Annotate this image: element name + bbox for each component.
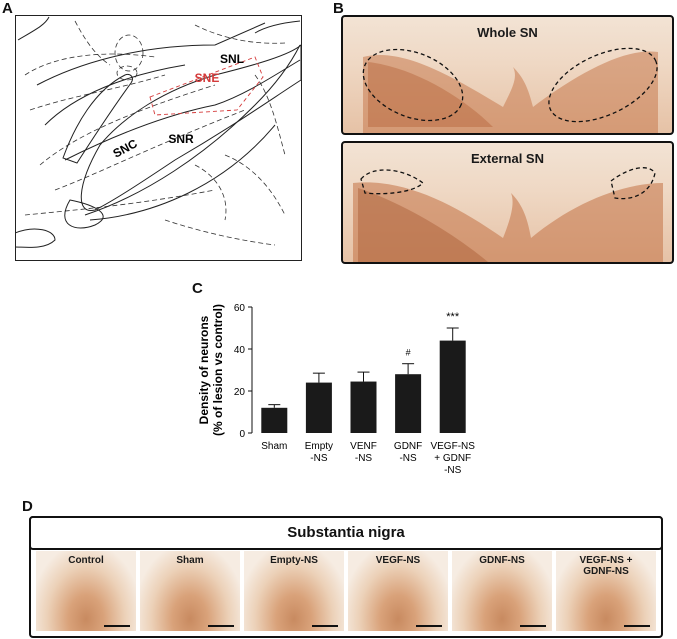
y-axis-label: (% of lesion vs control) <box>211 304 225 436</box>
scale-bar <box>624 625 650 627</box>
title-external-sn: External SN <box>471 151 544 166</box>
label-snr: SNR <box>168 132 194 146</box>
title-whole-sn: Whole SN <box>477 25 538 40</box>
y-tick-label: 40 <box>234 345 246 356</box>
panel-letter-c: C <box>192 280 203 297</box>
y-tick-label: 20 <box>234 387 246 398</box>
scale-bar <box>104 625 130 627</box>
significance-mark: *** <box>446 311 460 323</box>
x-tick-label: -NS <box>355 453 373 464</box>
scale-bar <box>416 625 442 627</box>
bar <box>395 374 422 433</box>
bar <box>305 382 332 433</box>
x-tick-label: Empty <box>305 441 333 452</box>
tile-empty-ns: Empty-NS <box>244 551 344 631</box>
scale-bar <box>208 625 234 627</box>
y-tick-label: 0 <box>239 429 245 440</box>
x-tick-label: -NS <box>310 453 328 464</box>
tile-sham: Sham <box>140 551 240 631</box>
x-tick-label: Sham <box>261 441 287 452</box>
atlas-diagram: SNL SNE SNC SNR <box>15 15 302 261</box>
bar <box>261 407 288 433</box>
x-tick-label: VEGF-NS <box>430 441 475 452</box>
tile-vegf-ns-gdnf-ns: VEGF-NS + GDNF-NS <box>556 551 656 631</box>
significance-mark: # <box>406 348 411 358</box>
x-tick-label: -NS <box>399 453 417 464</box>
bar <box>350 381 377 433</box>
tile-label: GDNF-NS <box>479 555 525 566</box>
panel-letter-d: D <box>22 498 33 515</box>
x-tick-label: -NS <box>444 465 462 476</box>
tile-control: Control <box>36 551 136 631</box>
tile-label: Sham <box>176 555 204 566</box>
tile-label: Control <box>68 555 104 566</box>
photo-external-sn: External SN <box>341 141 674 264</box>
label-sne: SNE <box>195 71 220 85</box>
bar <box>439 340 466 433</box>
tile-gdnf-ns: GDNF-NS <box>452 551 552 631</box>
x-tick-label: GDNF <box>394 441 422 452</box>
photo-whole-sn: Whole SN <box>341 15 674 135</box>
panel-letter-b: B <box>333 0 344 17</box>
tile-label: VEGF-NS + GDNF-NS <box>579 555 633 577</box>
panel-letter-a: A <box>2 0 13 17</box>
panel-d-title: Substantia nigra <box>29 516 663 550</box>
y-tick-label: 60 <box>234 303 246 314</box>
y-axis-label: Density of neurons <box>197 315 211 424</box>
scale-bar <box>312 625 338 627</box>
tile-vegf-ns: VEGF-NS <box>348 551 448 631</box>
scale-bar <box>520 625 546 627</box>
tile-label: VEGF-NS <box>375 555 421 566</box>
tile-label: Empty-NS <box>270 555 318 566</box>
x-tick-label: VENF <box>350 441 377 452</box>
label-snl: SNL <box>220 52 244 66</box>
x-tick-label: + GDNF <box>434 453 471 464</box>
